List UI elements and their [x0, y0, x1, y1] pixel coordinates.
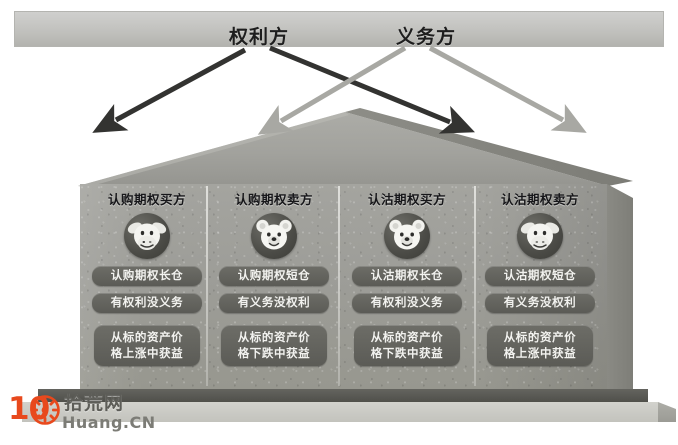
benefit-pill: 从标的资产价 格下跌中获益 [221, 325, 327, 366]
column-divider [338, 186, 340, 386]
benefit-line-1: 从标的资产价 [110, 330, 184, 344]
rights-pill: 有义务没权利 [485, 293, 595, 313]
rights-pill: 有权利没义务 [352, 293, 462, 313]
benefit-pill: 从标的资产价 格下跌中获益 [354, 325, 460, 366]
column-divider [474, 186, 476, 386]
position-pill: 认沽期权长仓 [352, 266, 462, 286]
rights-pill: 有义务没权利 [219, 293, 329, 313]
column-header: 认购期权买方 [107, 192, 186, 207]
rights-pill: 有权利没义务 [92, 293, 202, 313]
benefit-pill: 从标的资产价 格上涨中获益 [487, 325, 593, 366]
bear-face-icon [251, 213, 297, 259]
house-body: 认购期权买方 认购期权长仓 有权利没义务 从标的资产价 格上涨中获益 [80, 184, 607, 390]
benefit-line-1: 从标的资产价 [237, 330, 311, 344]
position-pill: 认沽期权短仓 [485, 266, 595, 286]
benefit-line-2: 格下跌中获益 [237, 346, 311, 360]
position-pill: 认购期权长仓 [92, 266, 202, 286]
benefit-line-1: 从标的资产价 [370, 330, 444, 344]
position-pill: 认购期权短仓 [219, 266, 329, 286]
gear-icon [30, 395, 60, 425]
benefit-line-2: 格上涨中获益 [110, 346, 184, 360]
benefit-line-2: 格上涨中获益 [503, 346, 577, 360]
watermark: 10 拾荒网 Huang.CN [6, 392, 182, 442]
column-header: 认购期权卖方 [234, 192, 313, 207]
benefit-line-2: 格下跌中获益 [370, 346, 444, 360]
column-call-buyer[interactable]: 认购期权买方 认购期权长仓 有权利没义务 从标的资产价 格上涨中获益 [88, 184, 206, 390]
house-foundation-light [22, 402, 658, 422]
top-banner: 权利方 义务方 [14, 11, 664, 48]
bear-face-icon [384, 213, 430, 259]
bull-face-icon [124, 213, 170, 259]
column-put-buyer[interactable]: 认沽期权买方 认沽期权长仓 有权利没义务 从标的资产价 [344, 184, 470, 390]
column-header: 认沽期权卖方 [500, 192, 579, 207]
column-put-seller[interactable]: 认沽期权卖方 认沽期权短仓 有义务没权利 从标的资产价 格上涨中获益 [479, 184, 601, 390]
column-divider [206, 186, 208, 386]
column-call-seller[interactable]: 认购期权卖方 认购期权短仓 有义务没权利 从标的资产价 [213, 184, 335, 390]
column-header: 认沽期权买方 [367, 192, 446, 207]
house-side-wall [607, 184, 633, 390]
bull-face-icon [517, 213, 563, 259]
house-foundation-dark [38, 389, 648, 403]
watermark-site-en: Huang.CN [62, 413, 156, 432]
watermark-site-cn: 拾荒网 [64, 392, 125, 414]
benefit-line-1: 从标的资产价 [503, 330, 577, 344]
benefit-pill: 从标的资产价 格上涨中获益 [94, 325, 200, 366]
obligations-party-label: 义务方 [396, 26, 457, 48]
rights-party-label: 权利方 [229, 26, 290, 48]
